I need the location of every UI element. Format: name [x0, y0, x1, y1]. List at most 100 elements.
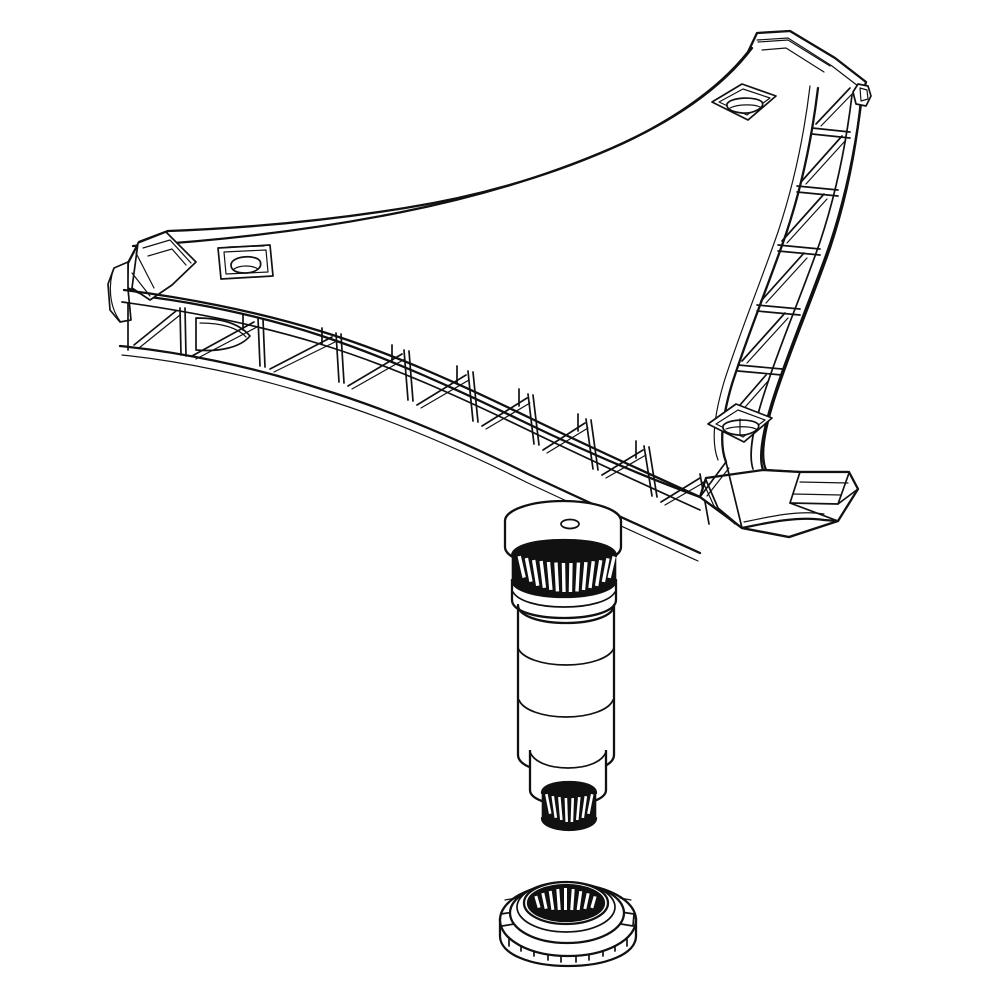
bottom-foot-left-edge-2	[702, 481, 736, 525]
drive-shaft-part	[503, 499, 623, 832]
right-rib-gusset	[760, 252, 805, 302]
rib-gusset-shade	[273, 341, 336, 373]
spider-hub-part	[107, 29, 872, 562]
rib-divider	[184, 307, 187, 357]
right-rib-divider	[796, 191, 839, 197]
rib-divider	[335, 332, 340, 383]
right-rib-divider	[737, 370, 783, 376]
rib-gusset-shade	[664, 482, 704, 506]
right-rib-divider	[796, 185, 839, 191]
right-rib-gusset	[741, 312, 786, 362]
bottom-foot-edge-3	[789, 502, 839, 505]
shaft-collar-ring-1	[510, 578, 618, 620]
right-rib-gusset-shade	[765, 257, 808, 304]
ring-spline-teeth	[534, 888, 597, 911]
top-tip-outline	[747, 30, 867, 83]
mount-pad-left	[217, 244, 274, 280]
bottom-foot-diag	[699, 461, 727, 498]
rib-rail-top-edge	[122, 288, 702, 499]
right-rib-divider	[777, 244, 821, 250]
spider-bottom-foot	[698, 461, 860, 539]
rib-rounded-pocket-inner	[199, 322, 247, 338]
right-rib-divider	[811, 127, 851, 133]
top-tip-step-1	[757, 39, 831, 67]
rib-divider	[643, 445, 653, 497]
bottom-foot-underside	[740, 517, 840, 530]
right-rib-divider	[756, 310, 801, 316]
bottom-foot-left-edge	[705, 479, 743, 529]
ring-internal-spline	[526, 883, 606, 923]
rib-gusset-shade	[485, 402, 531, 430]
mount-pad-top-hole	[729, 104, 761, 109]
rib-divider	[472, 371, 479, 423]
top-right-clip-tab	[852, 83, 872, 107]
rib-divider	[467, 370, 474, 422]
clip-tab-inner	[859, 87, 869, 102]
right-rib-divider	[756, 304, 801, 310]
left-tip-bevel-line-1	[142, 239, 192, 264]
spider-left-tip	[107, 231, 197, 323]
shaft-lower-spline	[540, 780, 598, 832]
rib-cell-group	[127, 302, 710, 525]
right-rib-divider	[737, 364, 783, 370]
rib-divider	[648, 446, 658, 498]
bottom-foot-underside-2	[743, 512, 825, 523]
clip-tab-body	[852, 83, 872, 107]
left-tip-bevel	[131, 231, 197, 301]
rib-divider	[585, 418, 594, 470]
right-rib-gusset	[800, 135, 843, 183]
rib-gusset-shade	[420, 379, 470, 409]
rib-divider	[257, 317, 261, 367]
bottom-foot-edge-5	[799, 481, 849, 484]
spider-top-arm-edge	[756, 37, 859, 87]
mount-pad-top	[711, 83, 777, 121]
shaft-upper-spline-band	[510, 538, 618, 599]
spline-band-teeth	[517, 555, 616, 593]
ring-bore-outline	[526, 883, 606, 923]
rib-divider	[408, 350, 414, 402]
right-rib-divider	[777, 250, 821, 256]
mount-pad-bottom-boss	[722, 419, 760, 436]
spider-concave-edge-upper	[131, 46, 754, 248]
mount-pad-left-inner	[223, 249, 269, 275]
spline-band-top-edge	[510, 538, 618, 558]
right-rib-gusset	[815, 87, 851, 125]
rib-gusset	[660, 477, 701, 503]
rib-divider	[179, 307, 182, 356]
rib-gusset	[347, 353, 403, 387]
right-rib-divider	[811, 133, 851, 139]
retainer-ring-part	[498, 880, 638, 968]
rib-divider	[590, 419, 599, 471]
rib-gusset	[133, 310, 177, 346]
shaft-lower-step-line	[529, 751, 607, 769]
left-tip-bevel-line-3	[135, 252, 155, 289]
mount-pad-bottom-hole-2	[725, 426, 757, 430]
mount-pad-bottom	[707, 403, 773, 443]
spider-top-tip	[747, 30, 867, 83]
shaft-collar-ring-line	[512, 591, 616, 608]
shaft-step-line-1	[517, 647, 615, 666]
rib-divider	[262, 318, 266, 368]
lower-spline-base	[541, 781, 597, 831]
rib-divider	[527, 393, 535, 445]
bottom-foot-diag-2	[706, 467, 730, 497]
shaft-cap-center-hole	[560, 518, 580, 530]
left-tip-curve	[109, 267, 121, 322]
rib-rounded-pocket	[195, 317, 251, 352]
right-rib-gusset-shade	[820, 92, 854, 127]
mount-pad-top-boss	[726, 97, 764, 114]
rib-divider	[403, 349, 409, 401]
ring-rim-tick	[504, 897, 517, 901]
bottom-foot-edge-4	[792, 493, 842, 496]
shaft-main-barrel	[516, 603, 616, 775]
rib-divider	[340, 333, 345, 384]
shaft-step-line-2	[518, 699, 614, 718]
right-rail-left-edge-offset	[713, 85, 811, 461]
lower-spline-bottom-edge	[540, 816, 598, 832]
rib-gusset-shade	[546, 427, 589, 454]
lower-spline-teeth	[545, 793, 594, 823]
right-rib-gusset	[781, 193, 825, 242]
left-tip-bevel-line-2	[147, 248, 187, 266]
